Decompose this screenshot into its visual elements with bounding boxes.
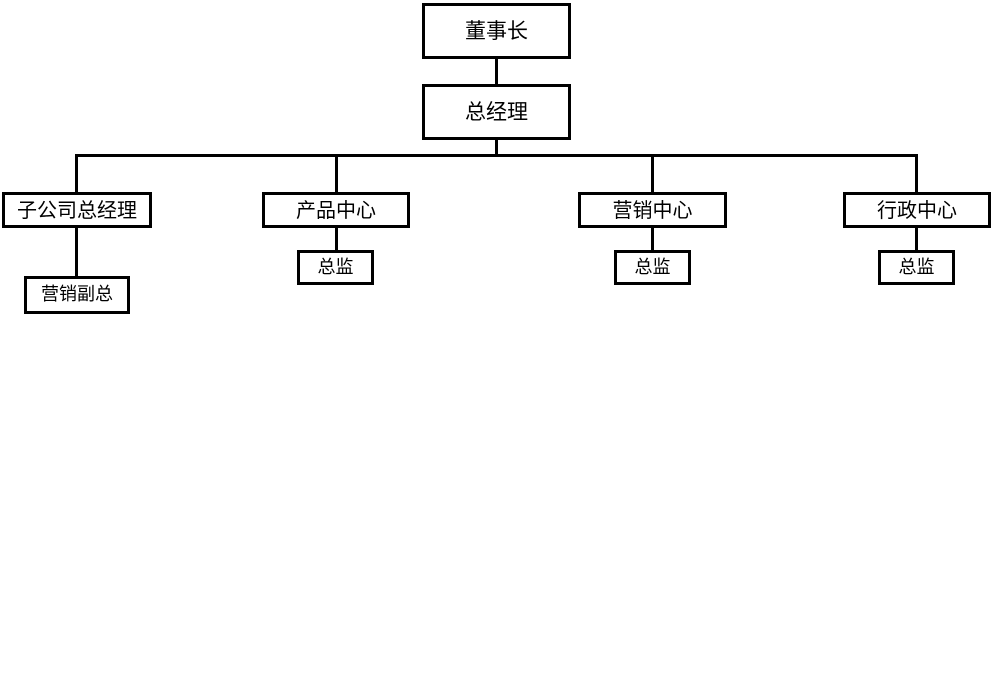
node-dept-product-center: 产品中心 bbox=[262, 192, 410, 228]
node-general-manager: 总经理 bbox=[422, 84, 571, 140]
node-dept-subsidiary-gm: 子公司总经理 bbox=[2, 192, 152, 228]
node-marketing-vp: 营销副总 bbox=[24, 276, 130, 314]
connector-root-to-ceo bbox=[495, 56, 498, 86]
connector-ceo-to-bus bbox=[495, 138, 498, 156]
connector-product-to-director bbox=[335, 226, 338, 252]
node-admin-director: 总监 bbox=[878, 250, 955, 285]
connector-admin-to-director bbox=[915, 226, 918, 252]
connector-marketing-to-director bbox=[651, 226, 654, 252]
node-marketing-director: 总监 bbox=[614, 250, 691, 285]
connector-bus-to-dept-product bbox=[335, 154, 338, 194]
connector-bus-to-dept-marketing bbox=[651, 154, 654, 194]
connector-bus-to-dept-subsidiary bbox=[75, 154, 78, 194]
node-dept-admin-center: 行政中心 bbox=[843, 192, 991, 228]
node-dept-marketing-center: 营销中心 bbox=[578, 192, 727, 228]
connector-subsidiary-to-vp bbox=[75, 226, 78, 278]
node-chairman: 董事长 bbox=[422, 3, 571, 59]
node-product-director: 总监 bbox=[297, 250, 374, 285]
connector-bus-to-dept-admin bbox=[915, 154, 918, 194]
connector-horizontal-bus bbox=[75, 154, 918, 157]
